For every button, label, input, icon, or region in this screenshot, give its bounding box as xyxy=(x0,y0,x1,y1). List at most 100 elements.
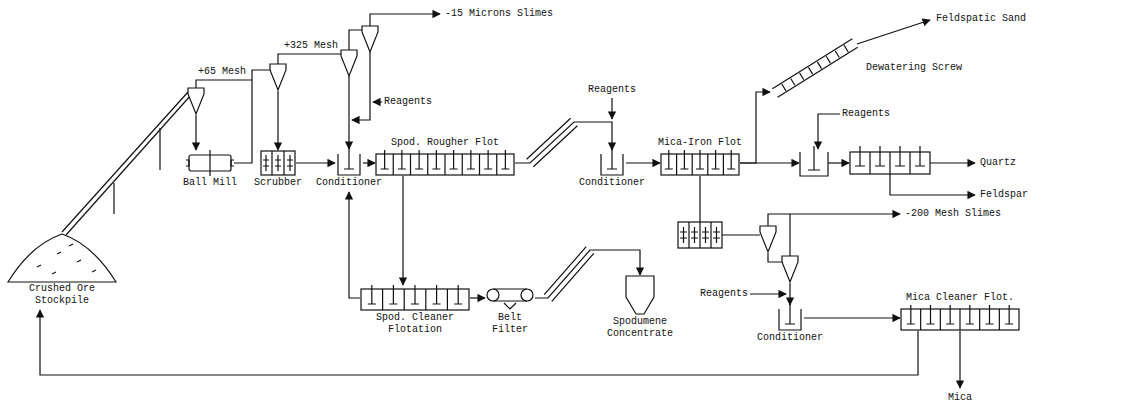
cell-rotors xyxy=(907,305,1013,330)
cyclone-symbol xyxy=(270,64,286,90)
flow-line xyxy=(930,162,975,163)
ore-texture xyxy=(37,265,41,267)
flow-line xyxy=(349,30,362,50)
screw-flights xyxy=(782,45,848,91)
ore-texture xyxy=(52,272,56,274)
pile-symbol xyxy=(7,232,117,282)
flow-line xyxy=(234,70,278,163)
stream-label: Reagents xyxy=(842,108,890,120)
cells-symbol xyxy=(660,150,740,176)
flow-line xyxy=(789,214,790,256)
scrubber: Scrubber xyxy=(254,150,302,192)
cyclone-symbol xyxy=(782,256,798,282)
conveyor-belt xyxy=(66,95,191,235)
screw-symbol xyxy=(770,38,860,98)
cells-symbol xyxy=(375,150,515,176)
ball-mill: Ball Mill xyxy=(183,150,237,192)
flow-line xyxy=(196,80,252,88)
equipment-label: Crushed Ore Stockpile xyxy=(22,283,102,307)
flotation-cells xyxy=(850,152,930,174)
ore-texture xyxy=(92,270,96,272)
scrubber-tank xyxy=(261,151,295,175)
cell-rotors xyxy=(368,285,462,310)
equipment-label: Spod. Rougher Flot xyxy=(391,137,499,149)
filter-drum xyxy=(521,289,533,301)
agitator xyxy=(785,301,795,324)
filter-belt xyxy=(493,289,527,309)
flow-line xyxy=(363,162,375,163)
stream-label: Quartz xyxy=(980,157,1016,169)
screw-trough xyxy=(772,39,857,97)
flow-line xyxy=(348,76,349,149)
equipment-label: Conditioner xyxy=(579,177,645,189)
stream-label: +65 Mesh xyxy=(198,66,246,78)
stream-label: Reagents xyxy=(588,84,636,96)
flow-line xyxy=(890,174,975,195)
equipment-label: Scrubber xyxy=(254,177,302,189)
flow-line xyxy=(349,192,360,298)
belt-filter: Belt Filter xyxy=(485,285,535,339)
cond-symbol xyxy=(598,150,626,176)
cell-rotor xyxy=(855,146,925,166)
agitator xyxy=(607,146,617,169)
scrubber-paddles xyxy=(680,227,720,243)
concentrate-bin: Spodumene Concentrate xyxy=(603,275,678,343)
agitator xyxy=(808,146,820,170)
flow-line xyxy=(402,176,403,285)
flow-line xyxy=(804,317,900,318)
ore-texture xyxy=(77,260,81,262)
cyclone-symbol xyxy=(362,26,378,52)
mill-drive xyxy=(186,150,234,176)
flotation-bank: Spod. Cleaner Flotation xyxy=(360,285,470,339)
cond-symbol xyxy=(776,305,804,331)
flow-line xyxy=(352,52,370,120)
stream-label: Feldspatic Sand xyxy=(936,13,1026,25)
flow-line xyxy=(768,214,900,226)
equipment-label: Mica-Iron Flot xyxy=(658,137,742,149)
scrubber-paddles xyxy=(263,151,293,175)
flotation-bank: Spod. Rougher Flot xyxy=(375,137,515,179)
ore-pile xyxy=(8,234,116,282)
stockpile: Crushed Ore Stockpile xyxy=(7,232,117,310)
equipment-label: Spodumene Concentrate xyxy=(603,316,678,340)
flow-line xyxy=(370,14,440,26)
equipment-label: Belt Filter xyxy=(488,312,533,336)
cells-symbol xyxy=(900,305,1020,331)
conditioner: Conditioner xyxy=(316,150,382,192)
agitator xyxy=(344,146,354,169)
flow-line xyxy=(470,297,485,298)
belt-symbol xyxy=(485,285,535,311)
flow-line xyxy=(740,92,770,163)
ore-texture xyxy=(57,252,61,254)
flow-line xyxy=(959,331,960,388)
hopper-symbol xyxy=(625,275,655,315)
stream-label: -200 Mesh Slimes xyxy=(905,208,1001,220)
equipment-label: Conditioner xyxy=(757,332,823,344)
flow-line xyxy=(535,250,640,298)
cyclone-symbol xyxy=(760,226,776,252)
flow-line xyxy=(515,122,612,163)
scrubber-symbol xyxy=(678,222,722,248)
stream-label: +325 Mesh xyxy=(284,40,338,52)
flow-line xyxy=(62,92,196,232)
stream-label: Feldspar xyxy=(980,189,1028,201)
flow-line xyxy=(700,176,790,305)
cell-rotors xyxy=(665,150,735,175)
flow-line xyxy=(828,162,849,163)
cell-rotors xyxy=(381,150,510,175)
flow-line xyxy=(40,310,918,375)
cyclone-symbol xyxy=(341,50,357,76)
conveyor-leg xyxy=(114,128,160,214)
scrub-symbol xyxy=(260,150,296,176)
cyclone-symbol xyxy=(188,88,204,114)
equipment-label: Conditioner xyxy=(316,177,382,189)
flotation-bank: Mica-Iron Flot xyxy=(658,137,742,179)
reagent-line xyxy=(611,98,612,119)
conditioner: Conditioner xyxy=(757,305,823,347)
flow-line xyxy=(296,162,335,163)
cells-symbol xyxy=(360,285,470,311)
stream-label: Reagents xyxy=(384,96,432,108)
flotation-bank: Mica Cleaner Flot. xyxy=(900,292,1020,334)
conditioner: Conditioner xyxy=(579,150,645,192)
